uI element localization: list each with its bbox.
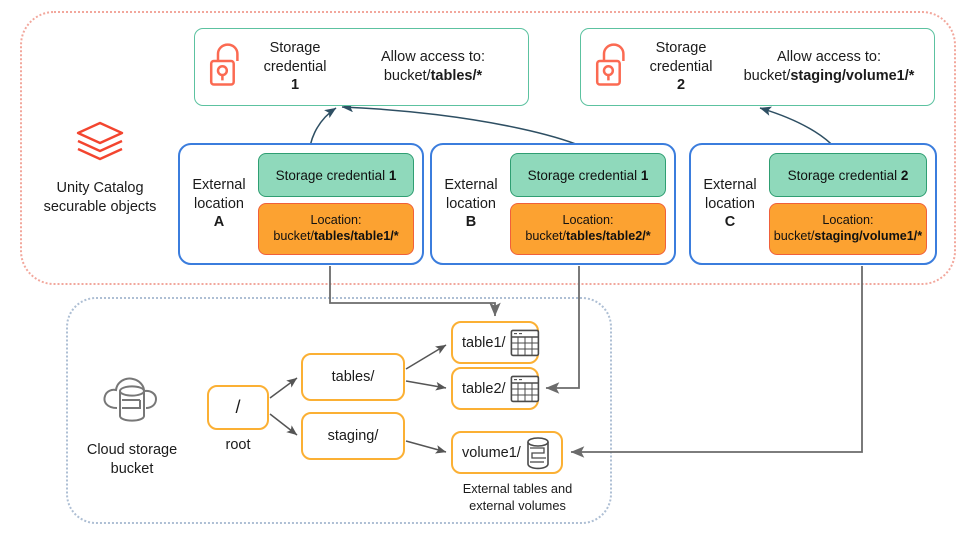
- extA-location-path: tables/table1/*: [313, 229, 399, 243]
- cred2-allow-label: Allow access to:: [777, 49, 881, 66]
- extC-credential-prefix: Storage credential: [787, 167, 901, 183]
- extB-location-path: tables/table2/*: [565, 229, 651, 243]
- cred2-allow-path: staging/volume1/*: [790, 68, 915, 84]
- extA-location-prefix: bucket/: [273, 229, 314, 243]
- extC-name-line1: External: [703, 176, 757, 193]
- extB-letter: B: [465, 214, 477, 231]
- cloud-storage-label-line2: bucket: [110, 461, 154, 478]
- table-icon: [510, 375, 540, 403]
- cloud-storage-label-line1: Cloud storage: [86, 442, 178, 459]
- extB-credential-chip[interactable]: Storage credential 1: [510, 153, 666, 197]
- bucket-node-table1[interactable]: table1/: [451, 321, 539, 364]
- cred2-title-line1: Storage: [655, 39, 707, 56]
- bucket-root-caption: root: [225, 437, 251, 453]
- storage-credential-card-1[interactable]: Storage credential 1 Allow access to: bu…: [194, 28, 529, 106]
- cred2-allow-prefix: bucket/: [743, 68, 791, 84]
- extB-location-label: Location:: [562, 213, 614, 228]
- storage-credential-2-title: Storage credential 2: [638, 39, 724, 96]
- bucket-volume1-label: volume1/: [462, 444, 521, 461]
- cred1-allow-label: Allow access to:: [381, 49, 485, 66]
- bucket-leaf-caption: External tables and external volumes: [430, 480, 605, 514]
- extB-location-chip[interactable]: Location: bucket/tables/table2/*: [510, 203, 666, 255]
- extA-credential-prefix: Storage credential: [275, 167, 389, 183]
- unity-catalog-label-line1: Unity Catalog: [56, 180, 144, 197]
- bucket-staging-label: staging/: [327, 428, 379, 444]
- databricks-stack-icon: [22, 120, 178, 170]
- leaf-caption-line2: external volumes: [469, 498, 566, 514]
- storage-credential-1-title: Storage credential 1: [252, 39, 338, 96]
- leaf-caption-line1: External tables and: [462, 481, 573, 496]
- bucket-tables-label: tables/: [331, 369, 375, 385]
- bucket-node-root[interactable]: /: [207, 385, 269, 430]
- bucket-root-label: /: [235, 397, 241, 417]
- extB-credential-number: 1: [640, 167, 649, 183]
- cloud-database-icon: [62, 370, 202, 432]
- open-padlock-icon: [594, 42, 632, 93]
- external-location-a-name: External location A: [180, 176, 258, 233]
- extB-name-line2: location: [446, 195, 496, 212]
- extC-location-path: staging/volume1/*: [814, 229, 923, 243]
- external-location-b[interactable]: External location B Storage credential 1…: [430, 143, 676, 265]
- cred2-title-line2: credential: [649, 58, 713, 75]
- extA-location-chip[interactable]: Location: bucket/tables/table1/*: [258, 203, 414, 255]
- arrow-extloc-c-to-volume1: [570, 266, 863, 458]
- extC-credential-chip[interactable]: Storage credential 2: [769, 153, 927, 197]
- extA-name-line1: External: [192, 176, 246, 193]
- unity-catalog-label-line2: securable objects: [43, 199, 157, 216]
- cred2-number: 2: [676, 77, 686, 94]
- extA-credential-chip[interactable]: Storage credential 1: [258, 153, 414, 197]
- extB-name-line1: External: [444, 176, 498, 193]
- extC-name-line2: location: [705, 195, 755, 212]
- extC-location-chip[interactable]: Location: bucket/staging/volume1/*: [769, 203, 927, 255]
- bucket-node-tables[interactable]: tables/: [301, 353, 405, 401]
- bucket-node-staging[interactable]: staging/: [301, 412, 405, 460]
- external-location-a[interactable]: External location A Storage credential 1…: [178, 143, 424, 265]
- extA-name-line2: location: [194, 195, 244, 212]
- bucket-table2-label: table2/: [462, 380, 506, 397]
- extA-credential-number: 1: [388, 167, 397, 183]
- storage-credential-card-2[interactable]: Storage credential 2 Allow access to: bu…: [580, 28, 935, 106]
- open-padlock-icon: [208, 42, 246, 93]
- storage-credential-1-allow: Allow access to: bucket/tables/*: [338, 48, 528, 86]
- bucket-node-table2[interactable]: table2/: [451, 367, 539, 410]
- extB-location-prefix: bucket/: [525, 229, 566, 243]
- external-location-b-name: External location B: [432, 176, 510, 233]
- bucket-node-volume1[interactable]: volume1/: [451, 431, 563, 474]
- external-location-c[interactable]: External location C Storage credential 2…: [689, 143, 937, 265]
- extC-credential-number: 2: [900, 167, 909, 183]
- cloud-storage-side-label: Cloud storage bucket: [62, 370, 202, 479]
- database-cylinder-icon: [525, 436, 551, 470]
- extB-credential-prefix: Storage credential: [527, 167, 641, 183]
- table-icon: [510, 329, 540, 357]
- cred1-allow-path: tables/*: [430, 68, 483, 84]
- cred1-allow-prefix: bucket/: [383, 68, 431, 84]
- extC-location-label: Location:: [822, 213, 874, 228]
- storage-credential-2-allow: Allow access to: bucket/staging/volume1/…: [724, 48, 934, 86]
- unity-catalog-side-label: Unity Catalog securable objects: [22, 120, 178, 217]
- extA-letter: A: [213, 214, 225, 231]
- cred1-number: 1: [290, 77, 300, 94]
- extC-location-prefix: bucket/: [773, 229, 815, 243]
- cred1-title-line2: credential: [263, 58, 327, 75]
- cred1-title-line1: Storage: [269, 39, 321, 56]
- extC-letter: C: [724, 214, 736, 231]
- bucket-table1-label: table1/: [462, 334, 506, 351]
- extA-location-label: Location:: [310, 213, 362, 228]
- external-location-c-name: External location C: [691, 176, 769, 233]
